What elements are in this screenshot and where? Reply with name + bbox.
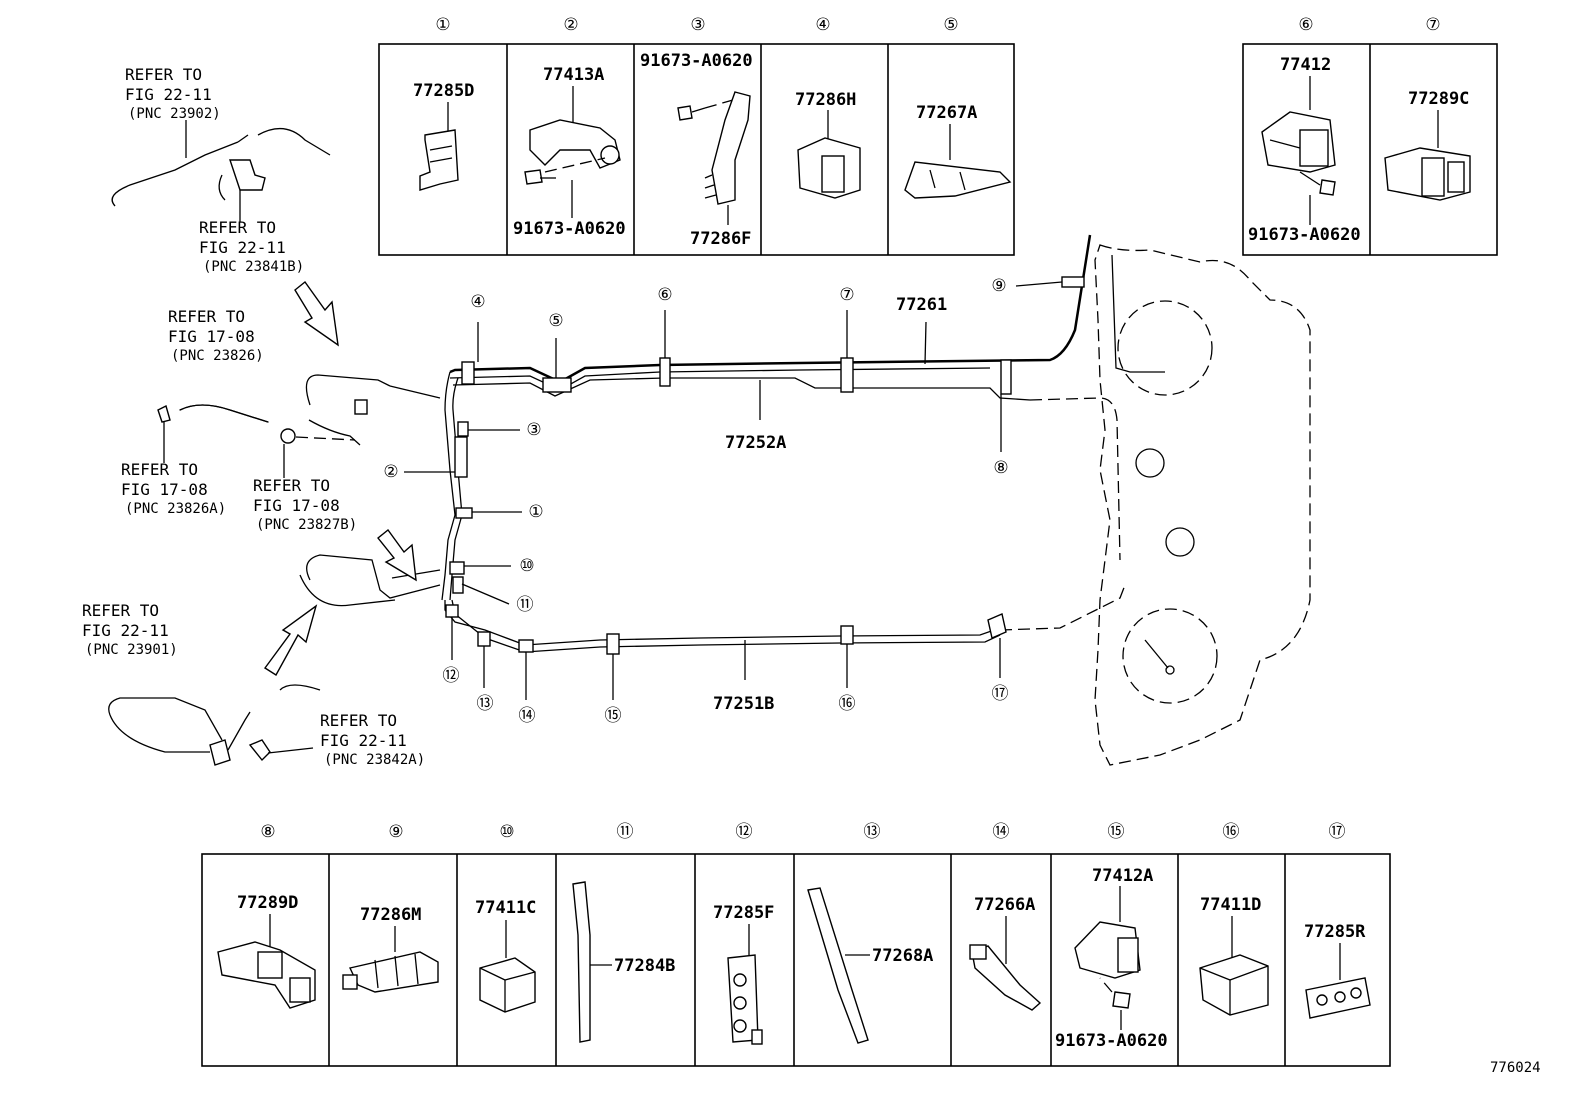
reference-notes: REFER TO FIG 22-11 (PNC 23902) REFER TO … [82,65,425,768]
part-77286M: 77286M [360,905,421,925]
ref-6-line3: (PNC 23901) [85,642,178,658]
ref-1-line1: REFER TO [125,65,202,84]
box-number-13: ⑬ [864,822,881,842]
callout-13: ⑬ [477,694,494,714]
left-reference-hoses [108,120,441,766]
part-77285F: 77285F [713,903,774,923]
part-77266A: 77266A [974,895,1035,915]
callout-9: ⑨ [991,276,1006,296]
callout-7: ⑦ [839,285,854,305]
part-77411C: 77411C [475,898,536,918]
top-parts-box-right: ⑥ ⑦ 77412 91673-A0620 77289C [1242,15,1498,256]
box-number-5: ⑤ [943,15,958,35]
box-number-16: ⑯ [1223,822,1240,842]
callout-leaders [404,281,1063,700]
callout-4: ④ [470,292,485,312]
ref-5-line3: (PNC 23827B) [256,517,357,533]
ref-2-line1: REFER TO [199,218,276,237]
bottom-parts-box: ⑧ ⑨ ⑩ ⑪ ⑫ ⑬ ⑭ ⑮ ⑯ ⑰ 77289D 77286M 77411C [201,822,1391,1067]
direction-arrows [263,280,417,676]
callout-5: ⑤ [548,311,563,331]
part-91673-A0620-b2: 91673-A0620 [513,219,626,239]
ref-7-line3: (PNC 23842A) [324,752,425,768]
part-77289D: 77289D [237,893,298,913]
part-77286H: 77286H [795,90,856,110]
figure-number: 776024 [1490,1060,1541,1076]
ref-6-line2: FIG 22-11 [82,621,169,640]
part-77286F: 77286F [690,229,751,249]
callout-12: ⑫ [443,666,460,686]
callout-1: ① [528,502,543,522]
ref-5-line1: REFER TO [253,476,330,495]
part-77412: 77412 [1280,55,1331,75]
box-number-1: ① [435,15,450,35]
callout-16: ⑯ [839,694,856,714]
part-91673-A0620-b3: 91673-A0620 [640,51,753,71]
part-77411D: 77411D [1200,895,1261,915]
ref-2-line3: (PNC 23841B) [203,259,304,275]
ref-2-line2: FIG 22-11 [199,238,286,257]
ref-6-line1: REFER TO [82,601,159,620]
fuel-tube-assembly [441,234,1311,766]
part-77412A: 77412A [1092,866,1153,886]
part-77285D: 77285D [413,81,474,101]
box-number-3: ③ [690,15,705,35]
callout-17: ⑰ [992,684,1009,704]
part-77252A: 77252A [725,433,786,453]
box-number-10: ⑩ [499,822,514,842]
ref-1-line3: (PNC 23902) [128,106,221,122]
part-77268A: 77268A [872,946,933,966]
ref-7-line2: FIG 22-11 [320,731,407,750]
ref-3-line2: FIG 17-08 [168,327,255,346]
part-77284B: 77284B [614,956,675,976]
callout-11: ⑪ [517,595,534,615]
ref-1-line2: FIG 22-11 [125,85,212,104]
box-number-9: ⑨ [388,822,403,842]
callout-14: ⑭ [519,706,536,726]
callout-2: ② [383,462,398,482]
box-number-14: ⑭ [993,822,1010,842]
callout-6: ⑥ [657,285,672,305]
part-77289C: 77289C [1408,89,1469,109]
box-number-15: ⑮ [1108,822,1125,842]
ref-5-line2: FIG 17-08 [253,496,340,515]
box-number-11: ⑪ [617,822,634,842]
ref-7-line1: REFER TO [320,711,397,730]
part-91673-A0620-b15: 91673-A0620 [1055,1031,1168,1051]
part-77413A: 77413A [543,65,604,85]
box-number-6: ⑥ [1298,15,1313,35]
box-number-12: ⑫ [736,822,753,842]
callout-8: ⑧ [993,458,1008,478]
box-number-4: ④ [815,15,830,35]
part-77261: 77261 [896,295,947,315]
ref-3-line1: REFER TO [168,307,245,326]
box-number-17: ⑰ [1329,822,1346,842]
ref-3-line3: (PNC 23826) [171,348,264,364]
part-77251B: 77251B [713,694,774,714]
box-number-8: ⑧ [260,822,275,842]
callouts: ④ ⑤ ⑥ ⑦ ⑨ ③ ② ① ⑩ ⑪ ⑫ ⑬ ⑭ ⑮ ⑯ ⑰ ⑧ [383,276,1008,726]
callout-15: ⑮ [605,706,622,726]
callout-10: ⑩ [519,556,534,576]
top-parts-box-left: ① ② ③ ④ ⑤ 77285D 77413A 91673-A0620 9167… [378,15,1015,256]
callout-3: ③ [526,420,541,440]
ref-4-line1: REFER TO [121,460,198,479]
box-number-7: ⑦ [1425,15,1440,35]
part-77285R: 77285R [1304,922,1366,942]
ref-4-line3: (PNC 23826A) [125,501,226,517]
part-77267A: 77267A [916,103,977,123]
box-number-2: ② [563,15,578,35]
part-91673-A0620-b6: 91673-A0620 [1248,225,1361,245]
ref-4-line2: FIG 17-08 [121,480,208,499]
